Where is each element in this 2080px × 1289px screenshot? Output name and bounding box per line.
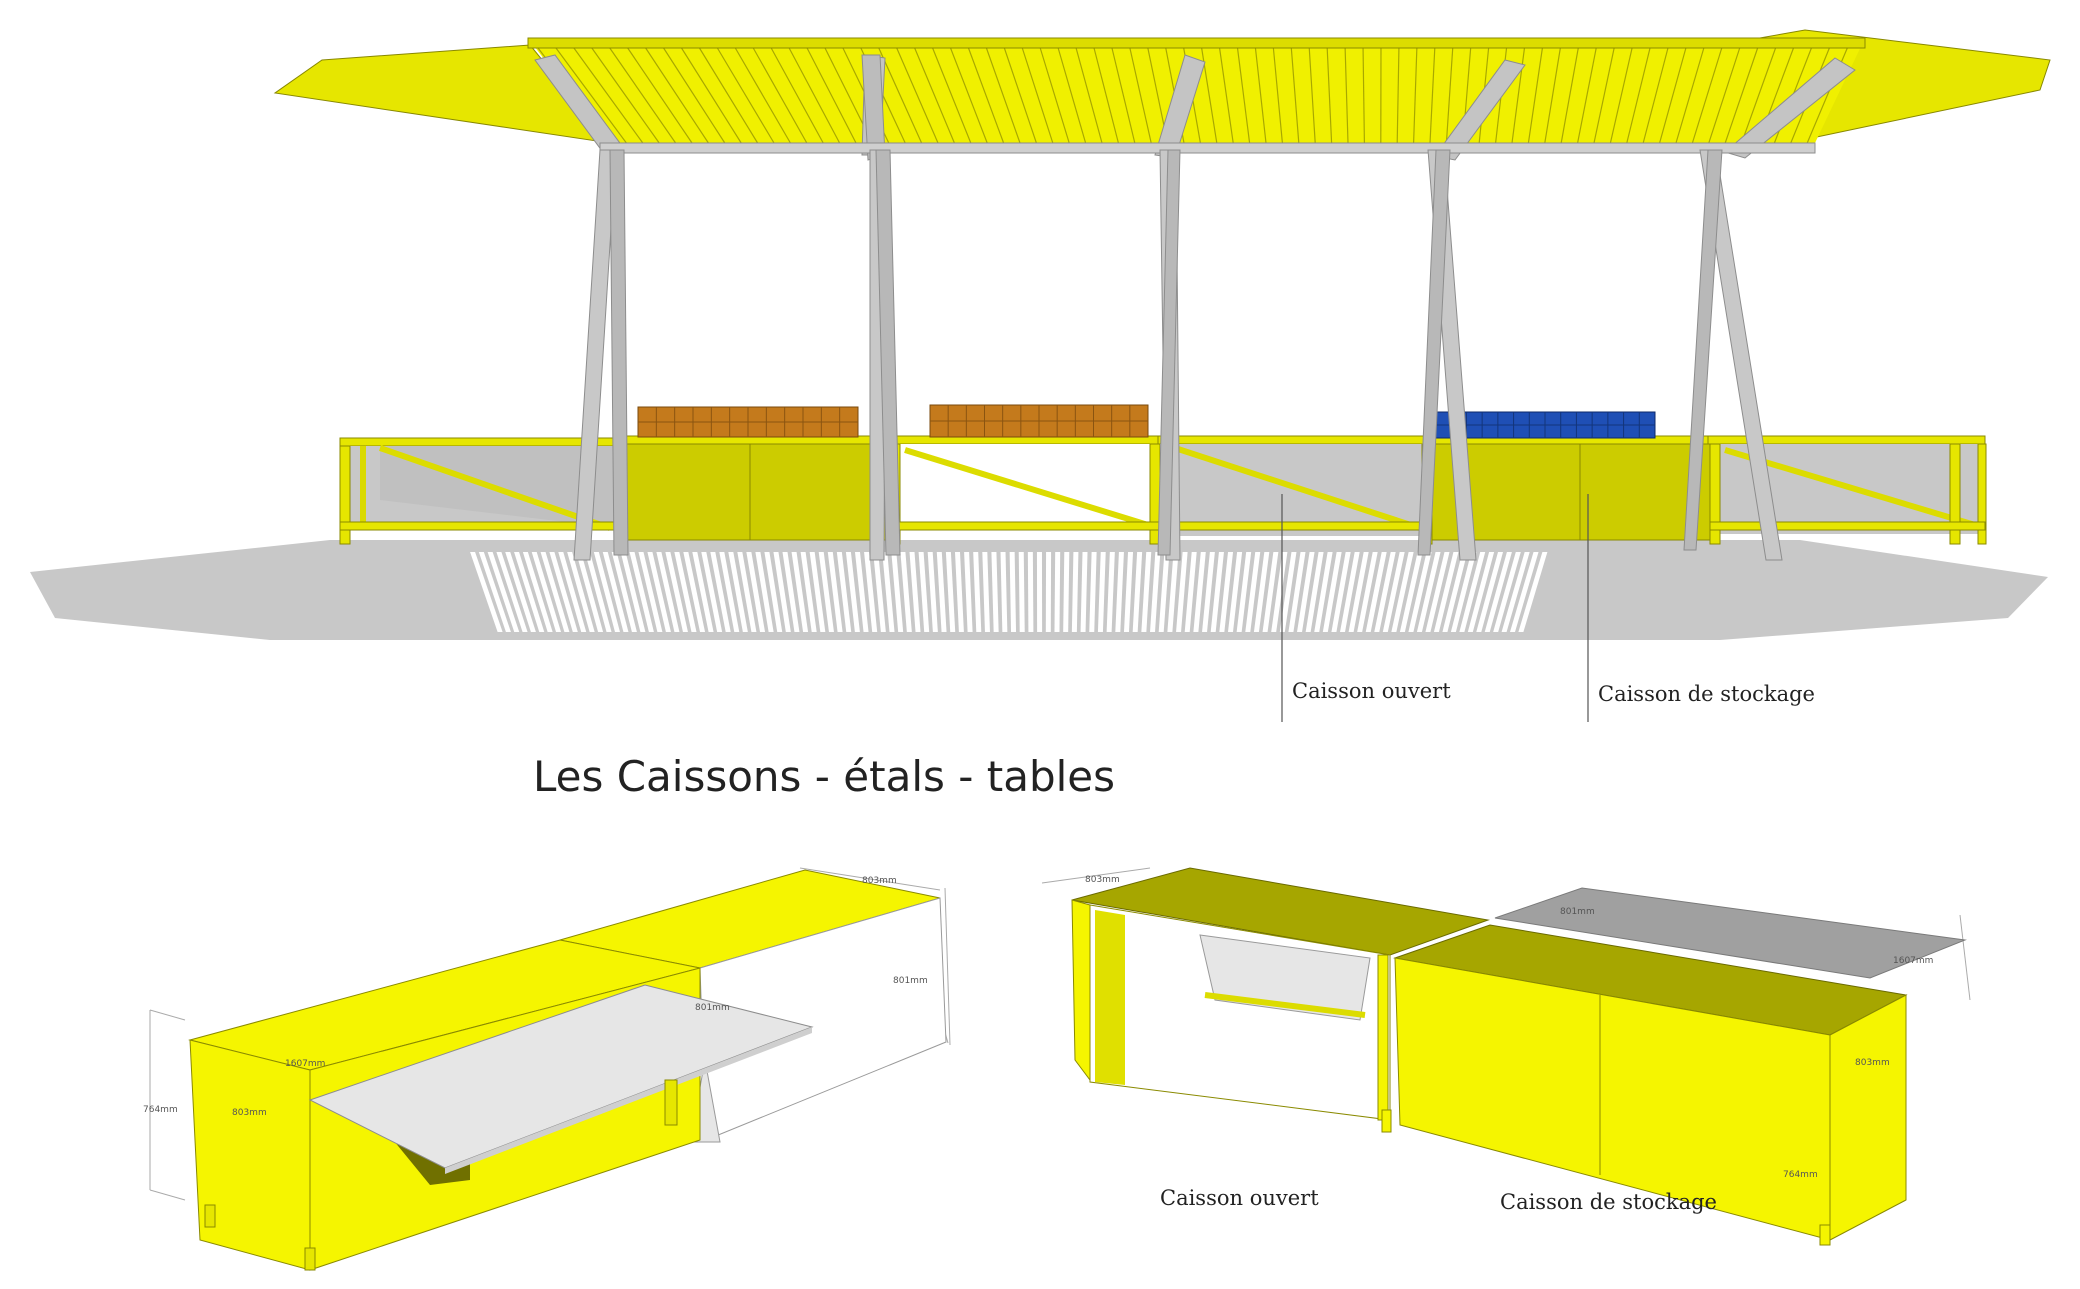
crate-blue (1435, 412, 1655, 438)
dim-right-grey-length: 1607mm (1893, 956, 1933, 966)
roof-ridge-beam (528, 38, 1865, 48)
label-top-caisson-open: Caisson ouvert (1292, 679, 1451, 703)
dim-left-flap: 801mm (695, 1003, 730, 1013)
dim-right-top-width: 803mm (1085, 875, 1120, 885)
label-bottom-caisson-storage: Caisson de stockage (1500, 1190, 1717, 1214)
market-canopy-drawing (30, 30, 2050, 722)
label-bottom-caisson-open: Caisson ouvert (1160, 1186, 1319, 1210)
dim-right-side: 803mm (1855, 1058, 1890, 1068)
dim-right-height: 764mm (1783, 1170, 1818, 1180)
dim-right-grey-top: 801mm (1560, 907, 1595, 917)
label-top-caisson-storage: Caisson de stockage (1598, 682, 1815, 706)
canopy-beam (600, 143, 1815, 153)
page-title: Les Caissons - étals - tables (533, 752, 1115, 801)
dim-left-top-width: 803mm (862, 876, 897, 886)
dim-left-top-depth: 801mm (893, 976, 928, 986)
dim-left-front: 803mm (232, 1108, 267, 1118)
dim-left-height: 764mm (143, 1105, 178, 1115)
dim-left-length: 1607mm (285, 1059, 325, 1069)
caisson-open-drawing: 803mm 801mm 801mm 1607mm 803mm 764mm (143, 868, 950, 1270)
